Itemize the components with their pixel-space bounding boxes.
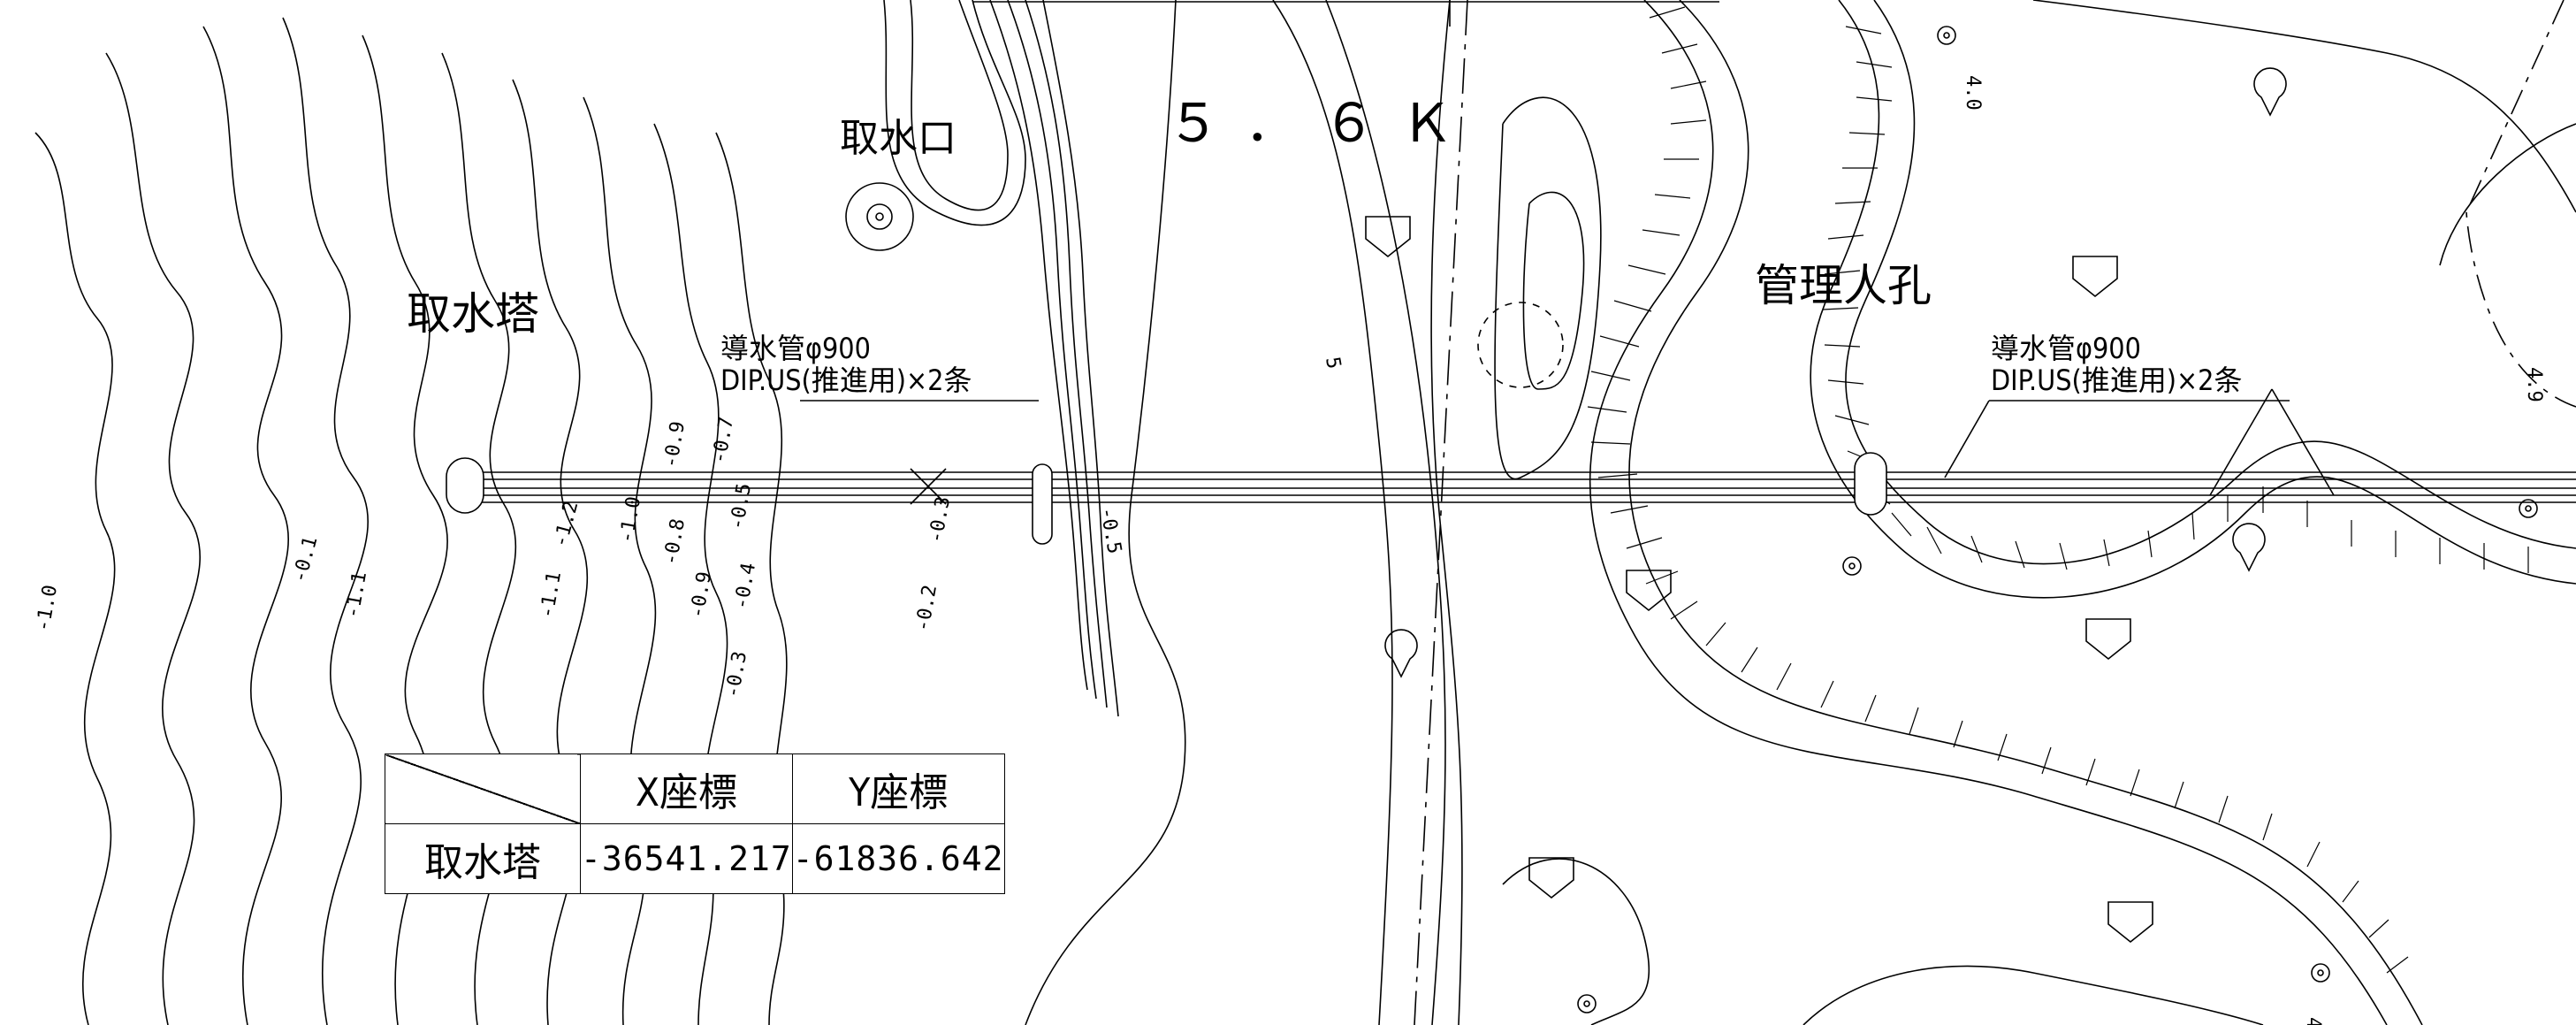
intake-tower-symbol	[446, 457, 484, 514]
coordinate-table-header-row: X座標 Y座標	[385, 753, 1005, 824]
pipe-note-right-line1: 導水管φ900	[1991, 332, 2141, 365]
embankment-hatch	[1587, 6, 2529, 974]
berm-line	[2271, 388, 2335, 496]
contour-label: -0.9	[659, 420, 690, 470]
coordinate-table-row: 取水塔 -36541.217 -61836.642	[385, 823, 1005, 894]
contour-label: 4	[2302, 1017, 2324, 1025]
cross-mark	[910, 468, 947, 505]
survey-markers	[1384, 26, 2538, 1014]
pipe-note-right-leader	[1944, 400, 1990, 478]
embankment-band	[1589, 0, 2576, 1025]
contour-label: -0.2	[911, 584, 941, 634]
coordinate-table-corner-cell	[385, 753, 581, 824]
contour-label: -0.5	[726, 482, 756, 532]
pipe-note-left-line2: DIP.US(推進用)×2条	[720, 363, 972, 397]
manhole-symbol	[1854, 452, 1887, 516]
conduit-pipes	[460, 471, 2576, 503]
contour-label: 5	[1321, 356, 1345, 371]
lower-island-outline	[1502, 858, 1650, 1025]
lower-hatched-curve	[1802, 965, 2264, 1025]
station-label: ５．６Ｋ	[1167, 93, 1478, 155]
contour-label: -1.1	[341, 570, 371, 621]
coordinate-table-x-value: -36541.217	[580, 823, 793, 894]
intake-port-contours	[845, 0, 1119, 717]
contour-label: -0.5	[1095, 506, 1125, 556]
contour-label: -1.2	[550, 499, 583, 550]
coordinate-table-x-header: X座標	[580, 753, 793, 824]
river-bank-lines	[1025, 0, 1602, 1025]
manhole-label: 管理人孔	[1755, 260, 1932, 311]
coordinate-table-y-header: Y座標	[791, 753, 1005, 824]
intake-port-label: 取水口	[840, 116, 956, 161]
shaft-symbol	[1032, 463, 1053, 545]
pipe-note-right-line2: DIP.US(推進用)×2条	[1991, 363, 2243, 397]
contour-label: 4.9	[2523, 367, 2545, 402]
pipe-note-left: 導水管φ900 DIP.US(推進用)×2条	[720, 333, 972, 396]
contour-label: -1.1	[536, 570, 566, 621]
contour-label: -1.0	[32, 584, 62, 634]
coordinate-table-row-label: 取水塔	[385, 823, 581, 894]
contour-label: -0.8	[659, 517, 690, 568]
benchmark-symbols	[1365, 216, 2153, 944]
berm-line	[2209, 388, 2273, 496]
coordinate-table-y-value: -61836.642	[791, 823, 1005, 894]
pipe-note-right: 導水管φ900 DIP.US(推進用)×2条	[1991, 333, 2242, 396]
pipe-note-left-line1: 導水管φ900	[720, 332, 871, 365]
contour-label: -0.9	[686, 570, 716, 621]
contour-label: -0.7	[708, 416, 738, 466]
contour-label: 4.0	[1962, 75, 1984, 111]
contour-label: -0.1	[289, 534, 323, 585]
contour-label: -0.4	[730, 562, 760, 612]
intake-tower-label: 取水塔	[407, 288, 539, 340]
coordinate-table: X座標 Y座標 取水塔 -36541.217 -61836.642	[385, 753, 1005, 894]
